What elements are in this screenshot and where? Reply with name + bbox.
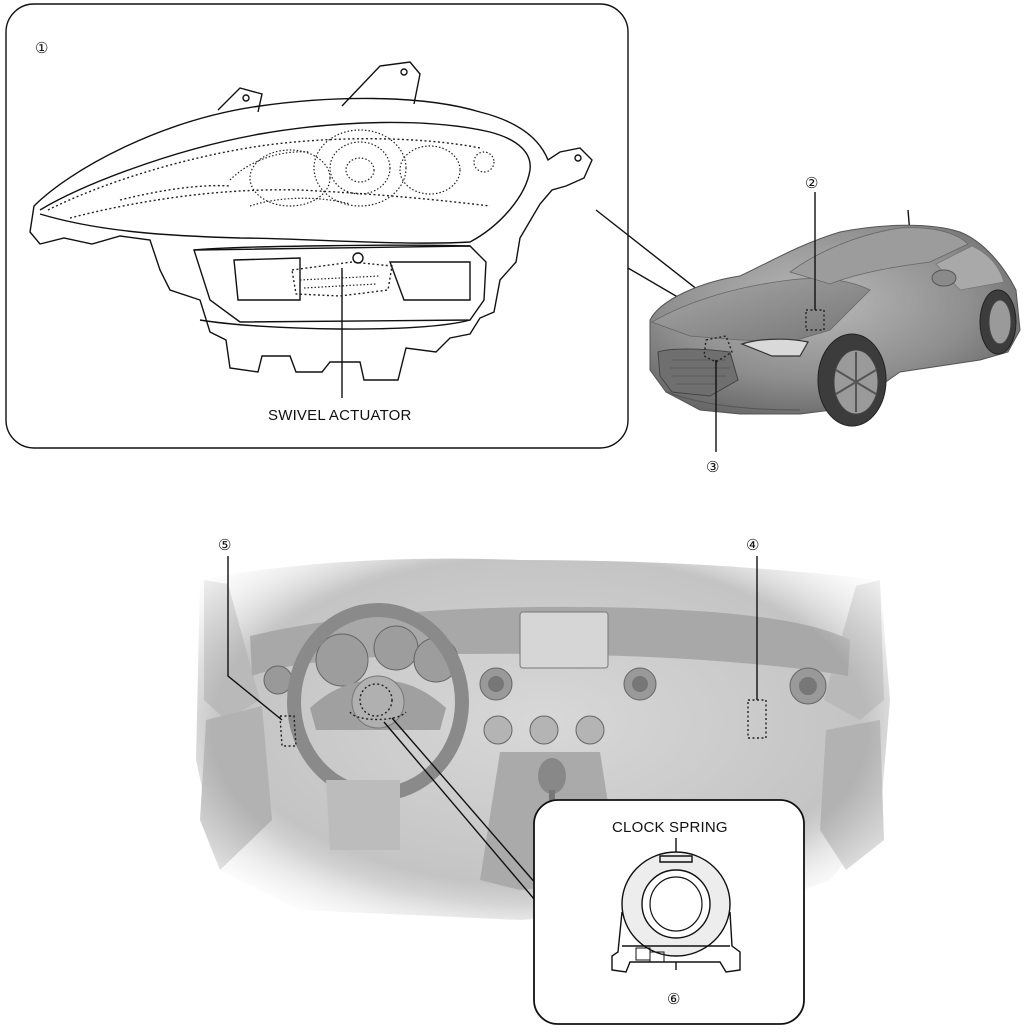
swivel-actuator-label: SWIVEL ACTUATOR bbox=[268, 407, 412, 424]
headlight-assembly bbox=[29, 61, 593, 398]
callout-6: ⑥ bbox=[667, 991, 680, 1008]
callout-3: ③ bbox=[706, 459, 719, 476]
car-exterior bbox=[649, 192, 1021, 452]
interior-dashboard bbox=[150, 540, 930, 960]
callout-2: ② bbox=[805, 175, 818, 192]
clock-spring-label: CLOCK SPRING bbox=[612, 819, 728, 836]
callout-5: ⑤ bbox=[218, 537, 231, 554]
clock-spring-part bbox=[611, 851, 741, 973]
clock-spring-inset: CLOCK SPRING ⑥ bbox=[533, 799, 805, 1025]
headlight-inset: ① SWIVEL ACTUATOR bbox=[5, 3, 771, 449]
callout-4: ④ bbox=[746, 537, 759, 554]
callout-1: ① bbox=[35, 40, 48, 57]
